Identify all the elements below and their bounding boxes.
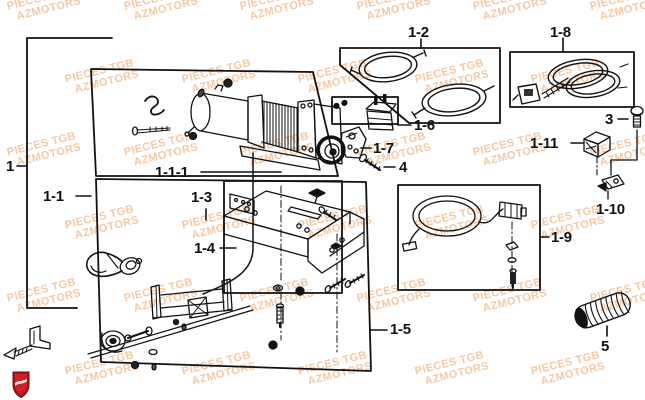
- callout-label-1-4: 1-4: [194, 240, 215, 257]
- screw-4-drawing: [358, 153, 382, 172]
- long-bolt-part: [131, 126, 171, 136]
- callout-label-1-7: 1-7: [373, 140, 394, 157]
- cable-kit-box: [339, 47, 501, 124]
- callout-label-1-6: 1-6: [414, 117, 435, 134]
- relay-box: [331, 96, 399, 125]
- clip-1-10-drawing: [597, 174, 625, 192]
- winch-assembly-box: [90, 68, 339, 177]
- roller-fairlead-drawing: [150, 278, 233, 331]
- callout-label-1-1: 1-1: [43, 188, 64, 205]
- azmotors-logo: [12, 371, 30, 398]
- cable-coils-drawing: [349, 49, 495, 119]
- callout-label-4: 4: [399, 159, 408, 176]
- callout-label-1-2: 1-2: [408, 24, 429, 41]
- callout-bracket-1: [26, 37, 113, 309]
- callout-label-1-10: 1-10: [596, 201, 625, 218]
- callout-label-1-9: 1-9: [551, 229, 572, 246]
- callout-label-1-3: 1-3: [191, 189, 212, 206]
- callout-label-1-5: 1-5: [390, 321, 411, 338]
- connector-1-11-drawing: [583, 131, 611, 158]
- leader-lines: [16, 37, 638, 337]
- callout-label-3: 3: [605, 111, 614, 128]
- mount-plate-box: [223, 180, 343, 294]
- spring-lever-part: [144, 95, 165, 116]
- fasteners-lower: [268, 185, 365, 353]
- relay-drawing: [333, 94, 397, 131]
- callout-label-1: 1: [6, 158, 15, 175]
- lower-assembly-box: [95, 178, 372, 372]
- switch-cable-drawing: [401, 195, 527, 289]
- bolt-3-drawing: [630, 105, 644, 128]
- harness-coils-drawing: [512, 58, 629, 105]
- rubber-boot-drawing: [574, 291, 631, 329]
- small-nuts: [188, 78, 233, 141]
- winch-cable-line: [202, 152, 254, 295]
- harness-kit-box: [509, 51, 635, 108]
- cable-hook-drawing: [85, 251, 254, 371]
- callout-label-1-11: 1-11: [530, 135, 558, 152]
- mount-plate-drawing: [223, 190, 365, 274]
- callout-label-1-1-1: 1-1-1: [155, 164, 189, 181]
- callout-label-5: 5: [601, 338, 610, 355]
- callout-label-1-8: 1-8: [550, 24, 571, 41]
- bracket-drawing: [340, 126, 367, 159]
- corner-bracket-drawing: [3, 325, 51, 360]
